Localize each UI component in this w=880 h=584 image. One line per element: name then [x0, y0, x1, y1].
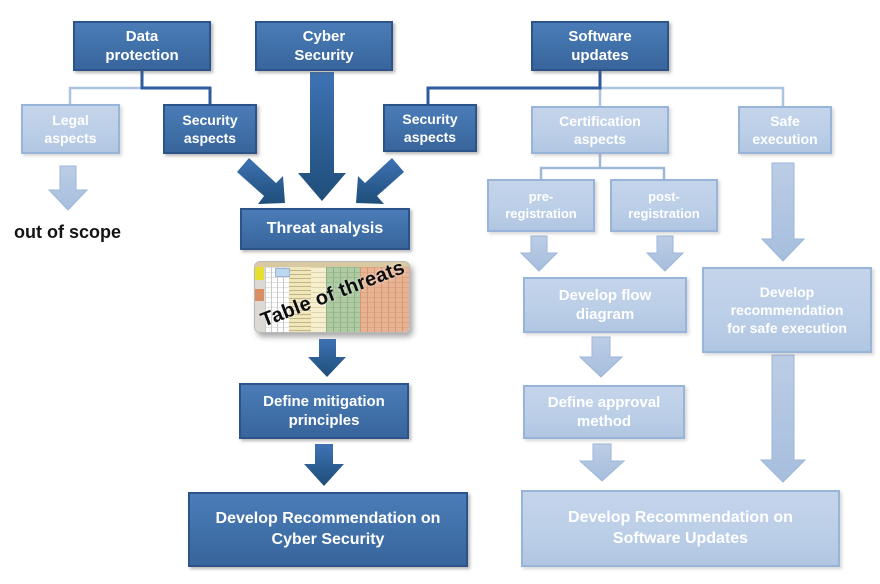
- connector-data-protection-security: [140, 70, 212, 105]
- node-develop-flow-diagram: Develop flow diagram: [523, 277, 687, 333]
- out-of-scope-label: out of scope: [14, 222, 121, 242]
- node-cyber-security: Cyber Security: [255, 21, 393, 71]
- node-legal-aspects: Legal aspects: [21, 104, 120, 154]
- arrow-security-left-to-threat-analysis: [237, 158, 285, 204]
- arrow-approval-to-recommendation: [578, 443, 626, 482]
- arrow-safe-rec-to-recommendation: [759, 354, 807, 483]
- arrow-security-right-to-threat-analysis: [356, 158, 404, 204]
- table-col-salmon: [360, 262, 409, 332]
- table-col-header: [255, 262, 265, 332]
- arrow-define-mitigation-to-recommendation: [304, 444, 344, 486]
- arrow-post-registration-down: [645, 235, 685, 272]
- arrow-table-to-define-mitigation: [308, 339, 346, 377]
- node-define-approval-method: Define approval method: [523, 385, 685, 439]
- node-develop-recommendation-software-updates: Develop Recommendation on Software Updat…: [521, 490, 840, 567]
- connector-software-updates-light-branches: [598, 86, 785, 107]
- node-pre-registration: pre- registration: [487, 179, 595, 232]
- node-develop-recommendation-safe-execution: Develop recommendation for safe executio…: [702, 267, 872, 353]
- table-col-cream: [289, 262, 311, 332]
- connector-certification-registration: [539, 153, 666, 180]
- node-data-protection: Data protection: [73, 21, 211, 71]
- node-security-aspects-right: Security aspects: [383, 104, 477, 152]
- node-threat-analysis: Threat analysis: [240, 208, 410, 250]
- node-post-registration: post- registration: [610, 179, 718, 232]
- arrow-flow-diagram-to-approval: [578, 336, 624, 378]
- arrow-legal-to-out-of-scope: [47, 165, 89, 211]
- table-col-lightcream: [311, 262, 326, 332]
- table-blue-cell: [275, 268, 290, 277]
- table-header-strip: [255, 262, 409, 267]
- connector-software-updates-security: [426, 70, 602, 105]
- node-safe-execution: Safe execution: [738, 106, 832, 154]
- arrow-safe-execution-down: [760, 162, 806, 262]
- connector-data-protection-legal: [68, 86, 142, 105]
- node-develop-recommendation-cyber-security: Develop Recommendation on Cyber Security: [188, 492, 468, 567]
- table-of-threats-image: [254, 261, 410, 333]
- arrow-cyber-security-to-threat-analysis: [298, 72, 346, 201]
- node-software-updates: Software updates: [531, 21, 669, 71]
- arrow-pre-registration-down: [519, 235, 559, 272]
- node-certification-aspects: Certification aspects: [531, 106, 669, 154]
- table-col-green: [326, 262, 360, 332]
- node-security-aspects-left: Security aspects: [163, 104, 257, 154]
- node-define-mitigation-principles: Define mitigation principles: [239, 383, 409, 439]
